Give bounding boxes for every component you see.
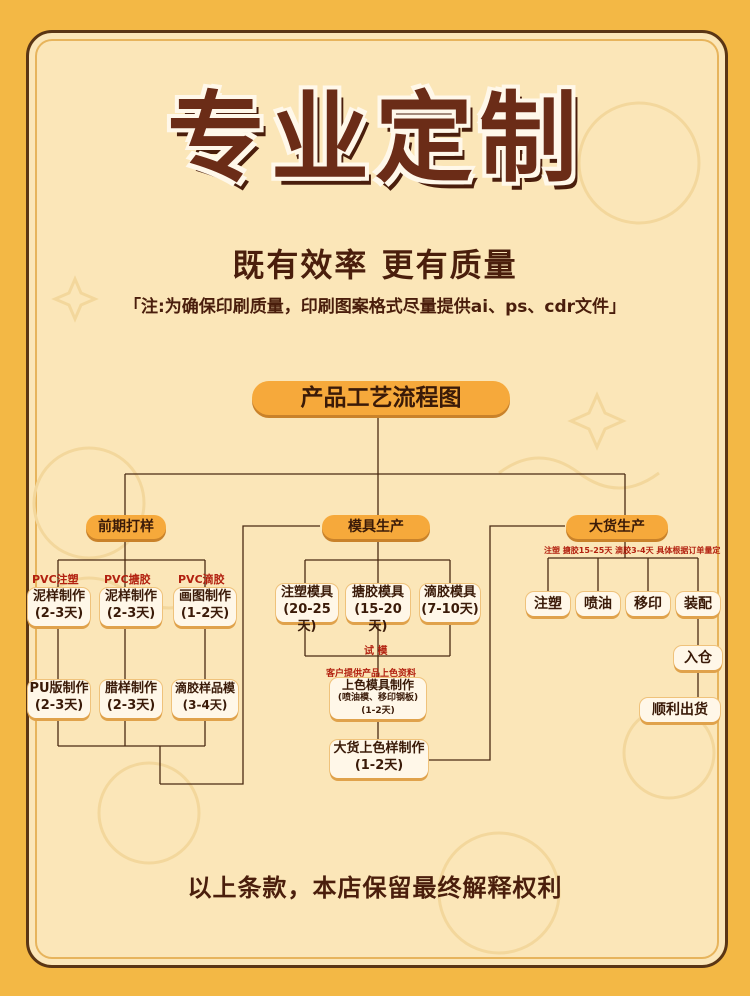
mold-drip-label: 滴胶模具	[423, 585, 476, 600]
color-mold-making: 上色模具制作 (喷油模、移印钢板) (1-2天)	[330, 678, 426, 719]
tag-pvc-injection: PVC注塑	[32, 573, 79, 586]
mold-drip-days: (7-10天)	[421, 602, 479, 617]
bulk-color-sample-label: 大货上色样制作	[333, 741, 425, 756]
background-pattern	[32, 101, 716, 955]
early-wax-sample-days: (2-3天)	[106, 698, 156, 713]
early-clay-sample-1-days: (2-3天)	[34, 606, 84, 621]
footer-terms: 以上条款，本店保留最终解释权利	[187, 874, 563, 902]
mold-injection-label: 注塑模具	[280, 585, 333, 600]
client-color-note: 客户提供产品上色资料	[326, 669, 417, 679]
mold-injection: 注塑模具 (20-25天)	[276, 584, 338, 634]
early-drawing-days: (1-2天)	[180, 606, 230, 621]
early-clay-sample-2-label: 泥样制作	[104, 589, 157, 604]
stage-mold: 模具生产	[322, 515, 430, 539]
tag-pvc-rotational: PVC搪胶	[104, 573, 151, 586]
bulk-shipment: 顺利出货	[640, 698, 720, 722]
stage-bulk: 大货生产	[566, 515, 668, 539]
bulk-step-injection: 注塑	[526, 592, 570, 616]
mold-injection-days: (20-25天)	[283, 602, 331, 634]
early-wax-sample-label: 腊样制作	[104, 681, 157, 696]
early-clay-sample-2: 泥样制作 (2-3天)	[100, 588, 162, 626]
mold-rotational-days: (15-20天)	[354, 602, 402, 634]
mold-drip: 滴胶模具 (7-10天)	[420, 584, 480, 622]
early-pu-plate: PU版制作 (2-3天)	[28, 680, 90, 718]
early-drip-sample-mold-label: 滴胶样品模	[174, 681, 235, 695]
stage-early: 前期打样	[86, 515, 166, 539]
mold-rotational-label: 搪胶模具	[351, 585, 404, 600]
bulk-color-sample: 大货上色样制作 (1-2天)	[330, 740, 428, 778]
early-clay-sample-1: 泥样制作 (2-3天)	[28, 588, 90, 626]
early-drip-sample-mold-days: (3-4天)	[182, 698, 228, 712]
early-wax-sample: 腊样制作 (2-3天)	[100, 680, 162, 718]
early-drip-sample-mold: 滴胶样品模 (3-4天)	[172, 680, 238, 718]
color-mold-making-label: 上色模具制作	[341, 678, 414, 692]
bulk-step-spray: 喷油	[576, 592, 620, 616]
color-mold-making-days: (1-2天)	[361, 706, 395, 716]
early-clay-sample-2-days: (2-3天)	[106, 606, 156, 621]
subtitle: 既有效率 更有质量	[232, 246, 518, 284]
bulk-duration-note: 注塑 搪胶15-25天 滴胶3-4天 具体根据订单量定	[544, 546, 721, 555]
trial-mold-label: 试 模	[364, 646, 388, 657]
early-clay-sample-1-label: 泥样制作	[32, 589, 85, 604]
tag-pvc-drip: PVC滴胶	[178, 573, 225, 586]
mold-rotational: 搪胶模具 (15-20天)	[346, 584, 410, 634]
main-title: 专业定制	[166, 82, 583, 196]
early-pu-plate-days: (2-3天)	[34, 698, 84, 713]
bulk-step-assembly: 装配	[676, 592, 720, 616]
format-note: 「注:为确保印刷质量，印刷图案格式尽量提供ai、ps、cdr文件」	[123, 297, 626, 317]
flow-title: 产品工艺流程图	[252, 381, 510, 415]
early-drawing: 画图制作 (1-2天)	[174, 588, 236, 626]
bulk-storage: 入仓	[674, 646, 722, 670]
bulk-step-pad-print: 移印	[626, 592, 670, 616]
bulk-color-sample-days: (1-2天)	[354, 758, 404, 773]
early-drawing-label: 画图制作	[178, 589, 231, 604]
color-mold-making-detail: (喷油模、移印钢板)	[337, 693, 419, 703]
early-pu-plate-label: PU版制作	[29, 681, 89, 696]
poster-frame	[26, 30, 728, 968]
